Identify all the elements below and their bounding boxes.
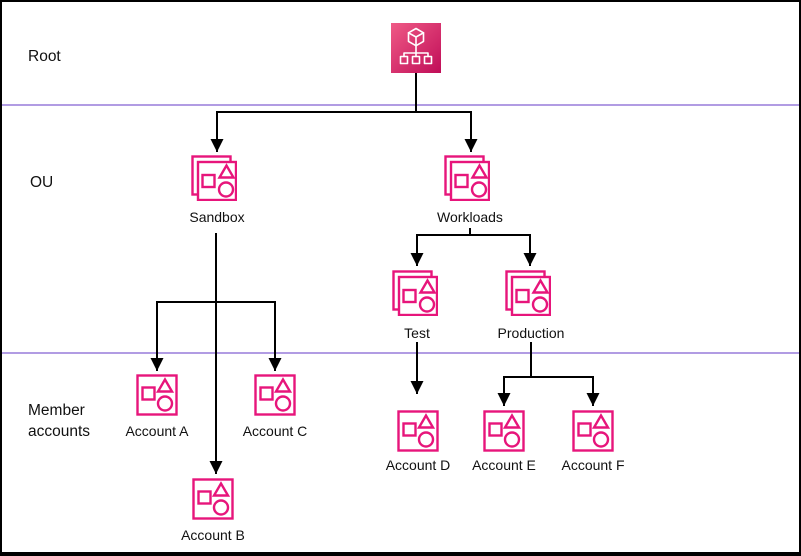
- ou-icon-sandbox: [191, 155, 237, 201]
- node-label-account-b: Account B: [181, 527, 245, 543]
- connector-production-to-accounts-e-f: [497, 376, 600, 406]
- node-label-production: Production: [497, 325, 565, 341]
- node-label-sandbox: Sandbox: [189, 209, 245, 225]
- account-icon-c: [254, 374, 296, 416]
- ou-icon-test: [392, 270, 438, 316]
- aws-organizations-icon: [391, 23, 441, 73]
- connector-sandbox-to-accounts-a-c: [150, 301, 282, 371]
- node-label-test: Test: [404, 325, 430, 341]
- node-label-account-c: Account C: [242, 423, 308, 439]
- account-icon-b: [192, 478, 234, 520]
- account-icon-a: [136, 374, 178, 416]
- section-label-root: Root: [28, 48, 61, 65]
- section-label-member-accounts: Member accounts: [28, 402, 91, 440]
- node-label-account-e: Account E: [472, 457, 536, 473]
- account-icon-f: [572, 410, 614, 452]
- account-icon-e: [483, 410, 525, 452]
- node-label-account-d: Account D: [385, 457, 451, 473]
- section-divider-root-ou: [2, 104, 799, 106]
- connector-root-to-ous: [210, 111, 478, 152]
- account-icon-d: [397, 410, 439, 452]
- section-label-ou: OU: [30, 174, 54, 191]
- ou-icon-workloads: [444, 155, 490, 201]
- section-divider-ou-member: [2, 352, 799, 354]
- node-label-account-a: Account A: [125, 423, 189, 439]
- ou-icon-production: [505, 270, 551, 316]
- node-label-workloads: Workloads: [437, 209, 503, 225]
- connector-workloads-to-test-production: [410, 234, 537, 266]
- node-label-account-f: Account F: [561, 457, 625, 473]
